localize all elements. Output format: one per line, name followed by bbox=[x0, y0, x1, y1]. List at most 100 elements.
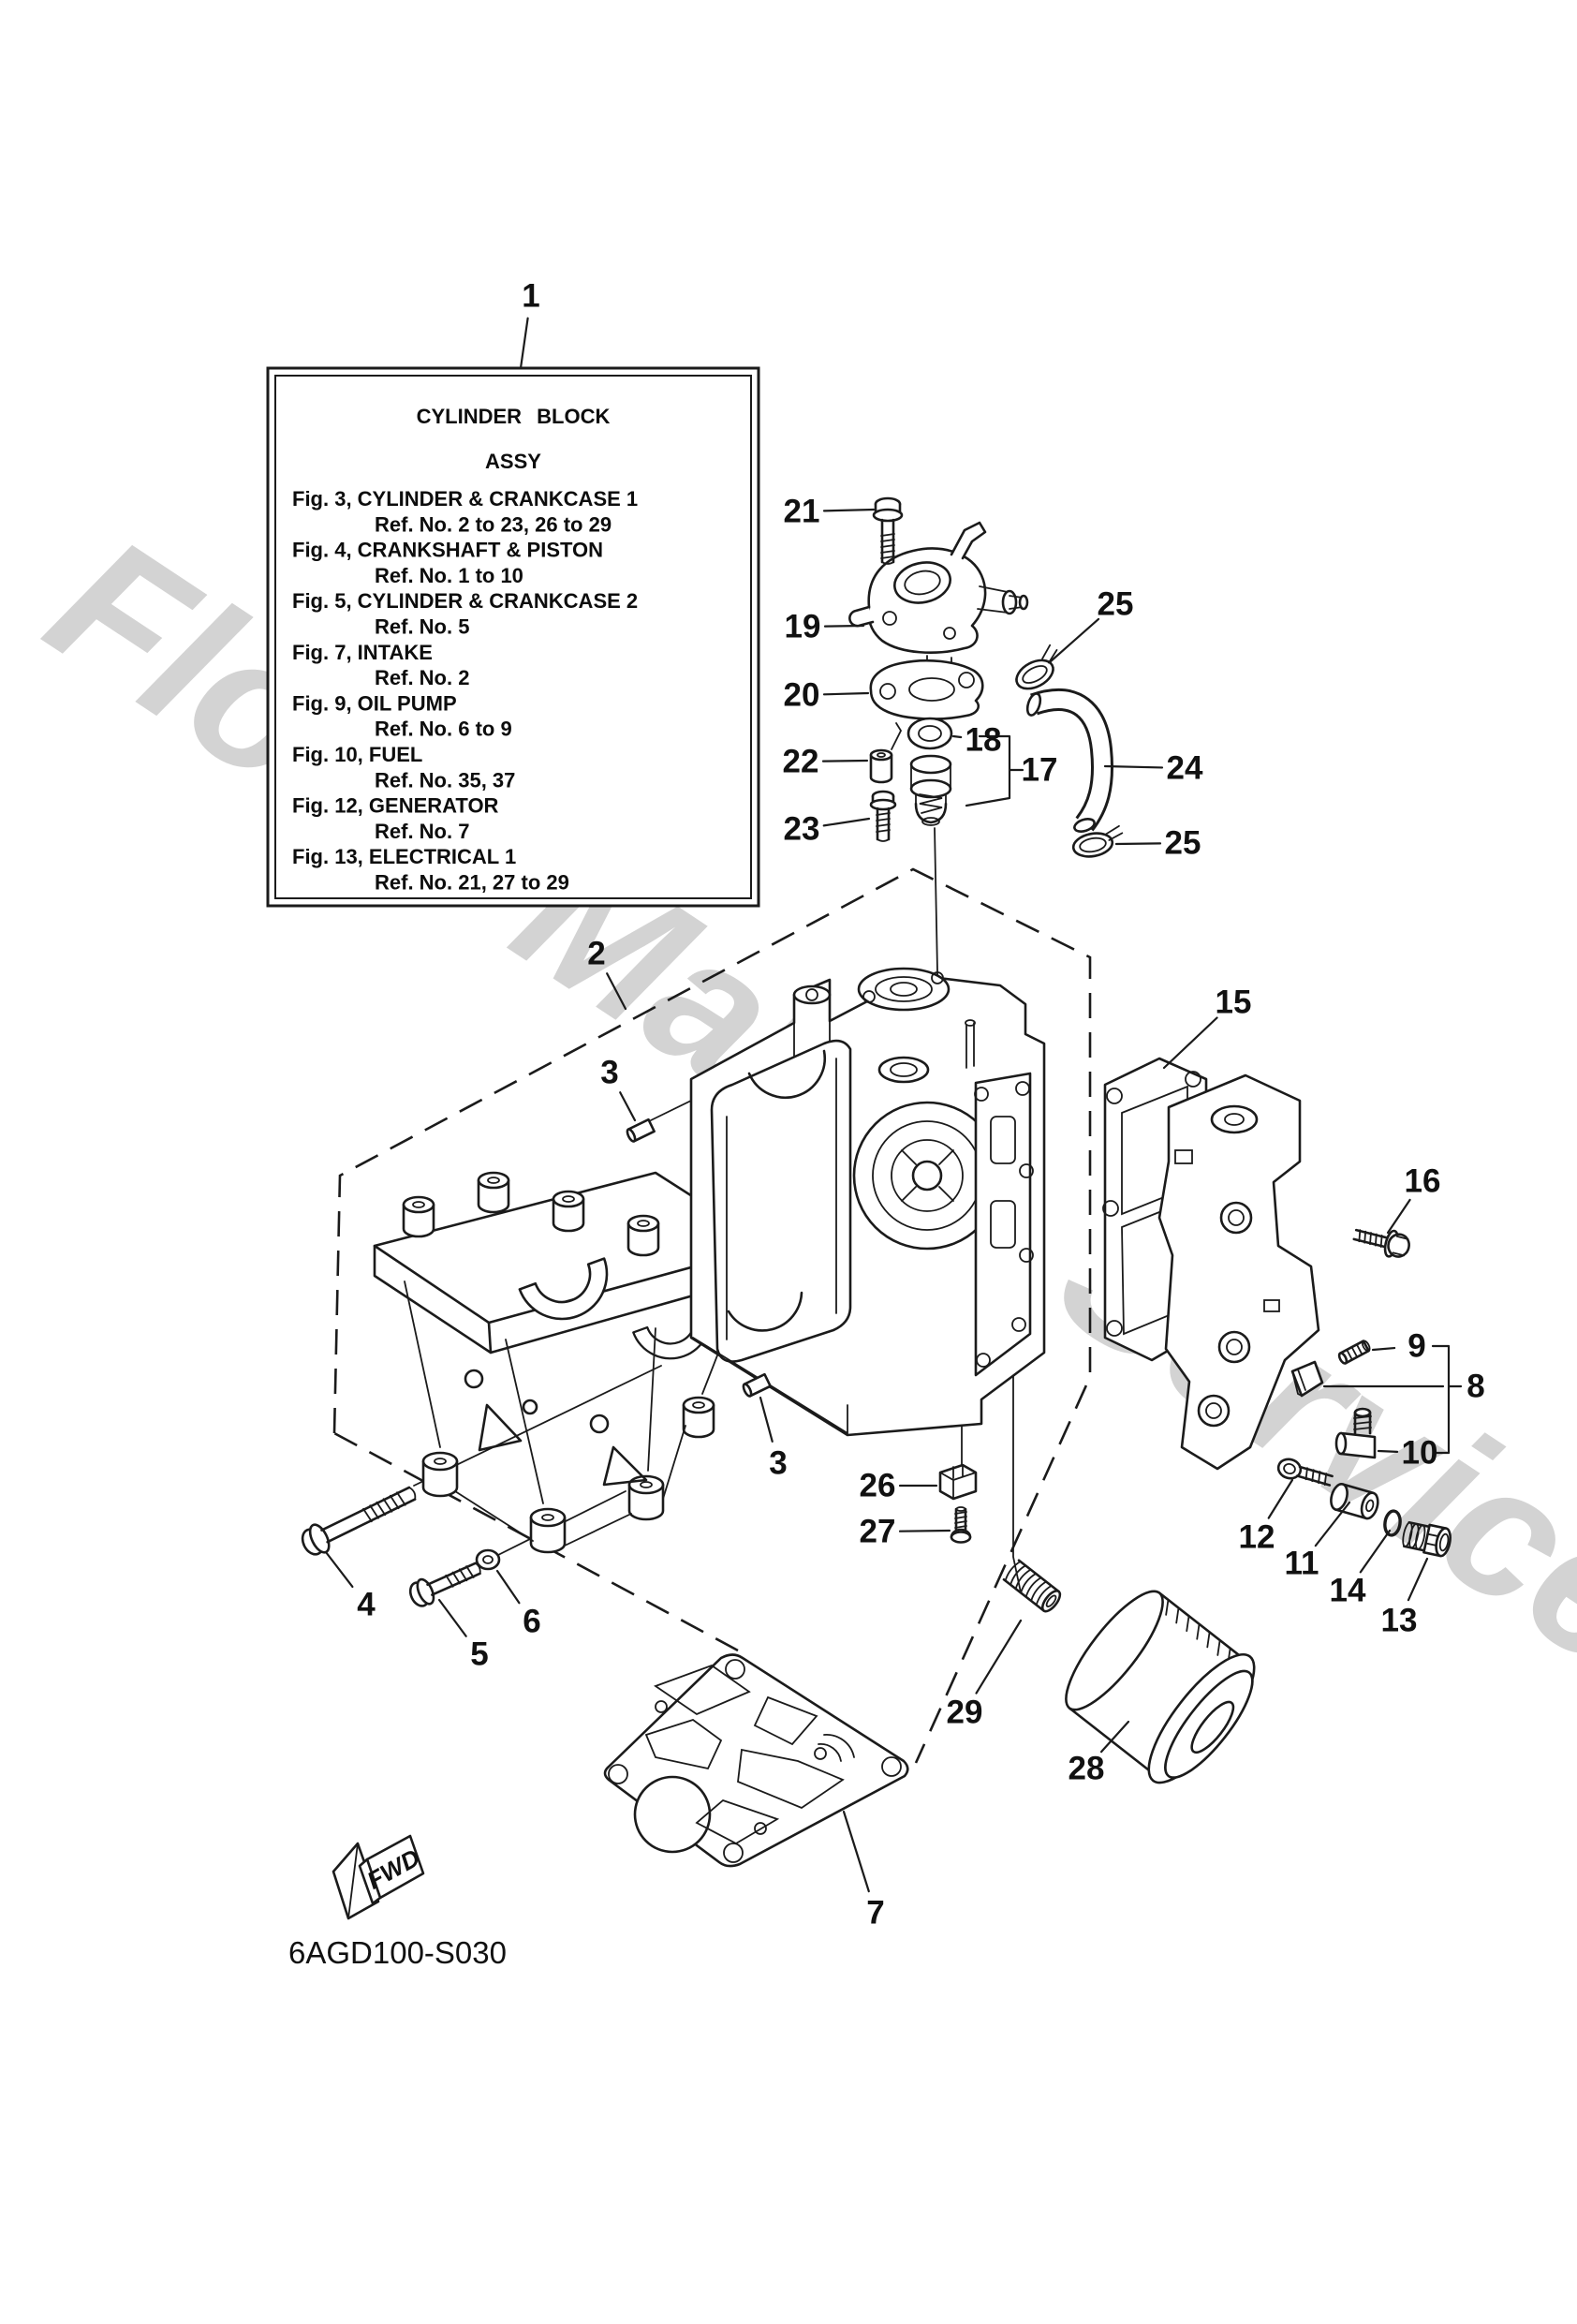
leader-line-22 bbox=[821, 759, 869, 762]
leader-line-16 bbox=[1386, 1198, 1411, 1235]
callout-19: 19 bbox=[785, 609, 821, 645]
legend-ref-4: Ref. No. 6 to 9 bbox=[375, 718, 512, 741]
leader-line-14 bbox=[1359, 1529, 1392, 1574]
leader-line-3 bbox=[759, 1396, 774, 1443]
cylinder-block-body bbox=[689, 967, 1046, 1437]
callout-13: 13 bbox=[1381, 1603, 1418, 1639]
callout-14: 14 bbox=[1330, 1573, 1366, 1609]
oil-pump bbox=[848, 521, 1029, 654]
callout-10: 10 bbox=[1402, 1435, 1438, 1472]
callout-1: 1 bbox=[522, 278, 539, 315]
leader-line-28 bbox=[1099, 1720, 1130, 1754]
breather-hose bbox=[1025, 688, 1114, 833]
bearing-saddle-1 bbox=[518, 1257, 609, 1321]
callout-28: 28 bbox=[1069, 1751, 1105, 1787]
bolt-23 bbox=[869, 790, 897, 842]
bracket-8-9-10 bbox=[1322, 1344, 1463, 1455]
cable-clamp bbox=[938, 1463, 978, 1501]
bolt-21 bbox=[872, 496, 904, 565]
legend-ref-3: Ref. No. 2 bbox=[375, 666, 469, 689]
leader-line-12 bbox=[1267, 1478, 1294, 1519]
crankcase-legs bbox=[404, 1273, 750, 1554]
callout-24: 24 bbox=[1167, 750, 1203, 787]
leader-line-29 bbox=[975, 1619, 1023, 1695]
leader-line-5 bbox=[437, 1598, 467, 1637]
legend-ref-5: Ref. No. 35, 37 bbox=[375, 768, 515, 792]
legend-ref-7: Ref. No. 21, 27 to 29 bbox=[375, 871, 569, 895]
legend-ref-0: Ref. No. 2 to 23, 26 to 29 bbox=[375, 512, 612, 536]
anode-wedge bbox=[1290, 1360, 1324, 1398]
leader-line-18 bbox=[951, 734, 963, 739]
thermostat bbox=[909, 754, 952, 826]
oil-plug bbox=[1402, 1520, 1452, 1558]
callout-3: 3 bbox=[600, 1055, 618, 1091]
callout-2: 2 bbox=[587, 936, 605, 972]
callout-numbers: 1233456789101112131415161718192021222324… bbox=[357, 278, 1484, 1932]
callout-26: 26 bbox=[860, 1468, 896, 1504]
legend-fig-6: Fig. 12, GENERATOR bbox=[292, 794, 499, 818]
callout-21: 21 bbox=[784, 494, 820, 530]
callout-23: 23 bbox=[784, 811, 820, 848]
callout-3: 3 bbox=[769, 1445, 787, 1482]
leader-line-25 bbox=[1114, 842, 1162, 846]
leader-line-1 bbox=[519, 317, 529, 370]
legend-ref-6: Ref. No. 7 bbox=[375, 820, 469, 843]
callout-4: 4 bbox=[357, 1587, 376, 1623]
callout-5: 5 bbox=[470, 1636, 488, 1673]
leader-line-11 bbox=[1314, 1501, 1351, 1547]
leader-line-9 bbox=[1371, 1346, 1396, 1352]
leader-line-2 bbox=[606, 972, 627, 1011]
callout-29: 29 bbox=[947, 1695, 983, 1731]
legend-ref-1: Ref. No. 1 to 10 bbox=[375, 564, 523, 587]
legend-fig-2: Fig. 5, CYLINDER & CRANKCASE 2 bbox=[292, 589, 638, 613]
callout-9: 9 bbox=[1408, 1328, 1425, 1365]
callout-7: 7 bbox=[866, 1895, 884, 1932]
leader-lines bbox=[324, 317, 1429, 1893]
grommet bbox=[906, 717, 953, 750]
legend-fig-7: Fig. 13, ELECTRICAL 1 bbox=[292, 845, 516, 868]
callout-25: 25 bbox=[1098, 586, 1134, 623]
callout-17: 17 bbox=[1022, 752, 1058, 789]
bracket-17 bbox=[965, 734, 1024, 807]
spacer bbox=[869, 722, 903, 784]
bolt-16 bbox=[1352, 1228, 1410, 1258]
leader-line-7 bbox=[842, 1810, 870, 1893]
hose-clamp-upper bbox=[1015, 644, 1058, 690]
washer bbox=[475, 1548, 501, 1571]
leader-line-4 bbox=[324, 1550, 354, 1589]
legend-ref-2: Ref. No. 5 bbox=[375, 615, 469, 639]
callout-8: 8 bbox=[1466, 1369, 1484, 1405]
leader-line-13 bbox=[1407, 1557, 1429, 1602]
callout-20: 20 bbox=[784, 677, 820, 714]
callout-16: 16 bbox=[1405, 1163, 1441, 1200]
stud-9 bbox=[1337, 1340, 1371, 1365]
leader-line-27 bbox=[898, 1529, 951, 1532]
filter-nipple bbox=[1002, 1559, 1062, 1613]
legend-title: CYLINDER BLOCK bbox=[417, 405, 611, 428]
bolt-12 bbox=[1276, 1458, 1334, 1487]
dowel-pin-lower bbox=[742, 1372, 772, 1398]
long-bolt bbox=[301, 1486, 417, 1556]
legend-fig-3: Fig. 7, INTAKE bbox=[292, 641, 433, 664]
oil-filter bbox=[1065, 1590, 1256, 1784]
callout-15: 15 bbox=[1216, 984, 1252, 1021]
stud-bosses bbox=[402, 1171, 660, 1257]
leader-line-15 bbox=[1162, 1016, 1218, 1070]
leader-line-24 bbox=[1103, 764, 1164, 769]
leader-line-10 bbox=[1377, 1449, 1399, 1454]
dashed-boundary bbox=[332, 867, 1092, 1764]
base-gasket bbox=[603, 1653, 909, 1868]
legend-fig-5: Fig. 10, FUEL bbox=[292, 743, 422, 766]
callout-18: 18 bbox=[965, 722, 1002, 759]
legend-subtitle: ASSY bbox=[485, 450, 541, 473]
callout-6: 6 bbox=[523, 1604, 540, 1640]
leader-line-21 bbox=[822, 508, 876, 512]
exhaust-cover bbox=[1157, 1073, 1320, 1471]
dowel-pin-upper bbox=[626, 1118, 656, 1143]
callout-27: 27 bbox=[860, 1514, 896, 1550]
short-bolt bbox=[408, 1562, 481, 1607]
callout-12: 12 bbox=[1239, 1519, 1275, 1556]
leader-line-3 bbox=[619, 1091, 637, 1122]
